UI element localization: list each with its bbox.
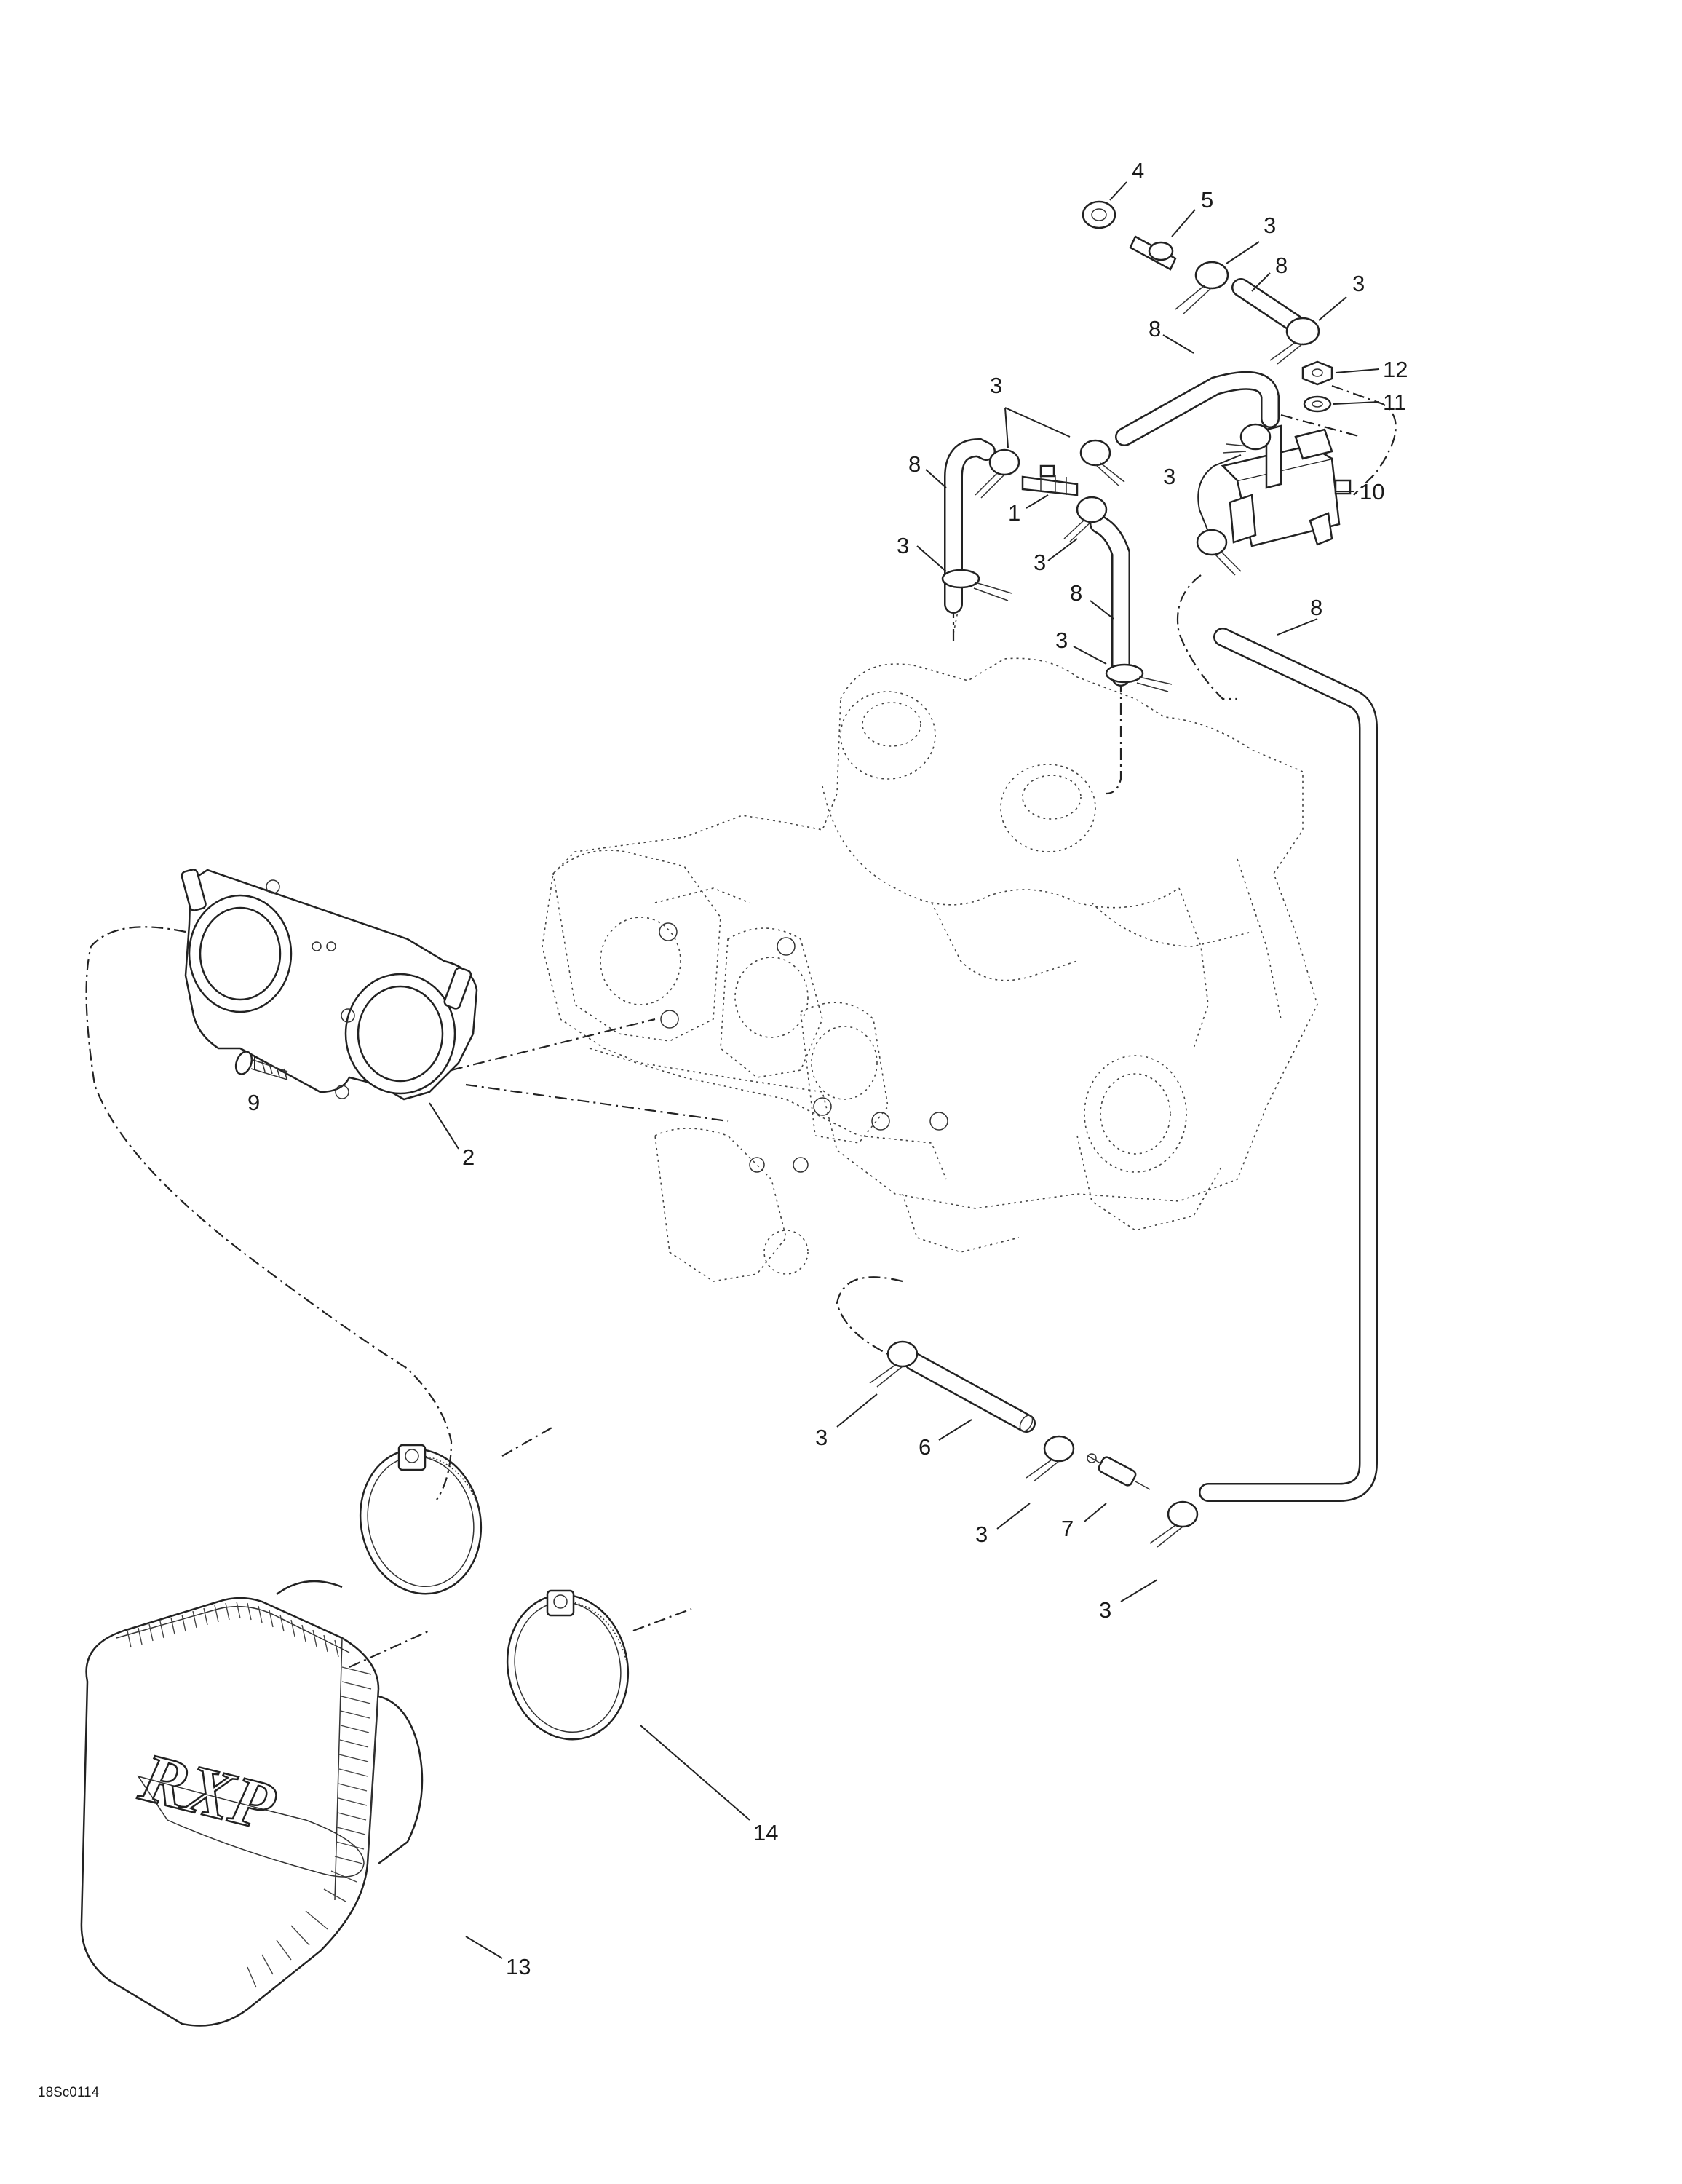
vent-hose-long: [1199, 628, 1378, 1502]
callout-8: 8: [1070, 580, 1082, 606]
callout-3: 3: [1163, 464, 1175, 489]
callout-8: 8: [1275, 253, 1288, 278]
clamp-3-f: [941, 569, 1012, 601]
figure-code: 18Sc0114: [38, 2085, 100, 2100]
callout-8: 8: [1310, 595, 1322, 620]
callout-5: 5: [1201, 187, 1213, 213]
clamp-3-c: [975, 448, 1020, 499]
solenoid-valve: [1221, 424, 1352, 547]
hose-left-u: [944, 438, 996, 614]
tee-fitting: [1021, 464, 1079, 496]
clamp-3-i: [1196, 529, 1242, 576]
clamp-3-j: [869, 1340, 919, 1388]
hose-clamp-lower: [506, 1589, 630, 1741]
clamp-3-k: [1026, 1435, 1075, 1482]
bolt-9: [234, 1051, 288, 1080]
nut-12: [1301, 360, 1333, 386]
callout-7: 7: [1061, 1516, 1074, 1541]
spring-clamps: [869, 261, 1320, 1548]
callout-leaders: [254, 181, 1380, 1959]
callout-3: 3: [897, 533, 909, 558]
callout-14: 14: [753, 1820, 778, 1845]
callout-3: 3: [990, 373, 1002, 398]
hose-top-bend: [1115, 371, 1280, 446]
engine-block: [542, 657, 1318, 1282]
callout-1: 1: [1008, 500, 1020, 526]
callout-4: 4: [1132, 158, 1144, 183]
callout-8: 8: [1149, 316, 1161, 341]
callout-3: 3: [975, 1522, 988, 1547]
vent-hose-short: [904, 1352, 1036, 1433]
callout-3: 3: [1264, 213, 1276, 238]
clamp-3-a: [1175, 261, 1229, 315]
clamp-3-h: [1222, 423, 1272, 454]
assembly-routing: [85, 384, 1397, 1669]
check-valve: [1087, 1453, 1151, 1490]
filter-pleats: [127, 1601, 372, 1988]
callout-10: 10: [1360, 479, 1384, 505]
callout-3: 3: [1034, 550, 1046, 575]
air-filter: RXP: [80, 1580, 424, 2027]
callout-labels: 4 5 3 8 3 12 11 8 3 8 1 3 10 3 3 8 8 3 9…: [247, 158, 1408, 1979]
clamp-3-e: [1063, 496, 1108, 542]
callout-6: 6: [919, 1434, 931, 1460]
hose-clamp-upper: [359, 1444, 483, 1595]
callout-8: 8: [908, 451, 921, 477]
callout-9: 9: [247, 1090, 260, 1115]
callout-3: 3: [1352, 271, 1365, 296]
callout-3: 3: [1099, 1597, 1111, 1623]
hose-top-short: [1231, 278, 1305, 333]
clamp-3-g: [1105, 663, 1173, 692]
callout-3: 3: [815, 1425, 828, 1450]
clamp-3-l: [1149, 1500, 1199, 1548]
fitting-top: [1082, 200, 1177, 271]
hose-right-u: [1090, 515, 1130, 687]
callout-12: 12: [1383, 357, 1408, 382]
callout-13: 13: [506, 1954, 531, 1979]
clamp-3-b: [1269, 317, 1320, 365]
callout-2: 2: [462, 1144, 475, 1170]
washer-11: [1303, 395, 1332, 413]
intake-adaptor-plate: [181, 869, 478, 1101]
callout-11: 11: [1383, 389, 1406, 415]
callout-3: 3: [1055, 628, 1068, 653]
clamp-3-d: [1079, 439, 1125, 487]
